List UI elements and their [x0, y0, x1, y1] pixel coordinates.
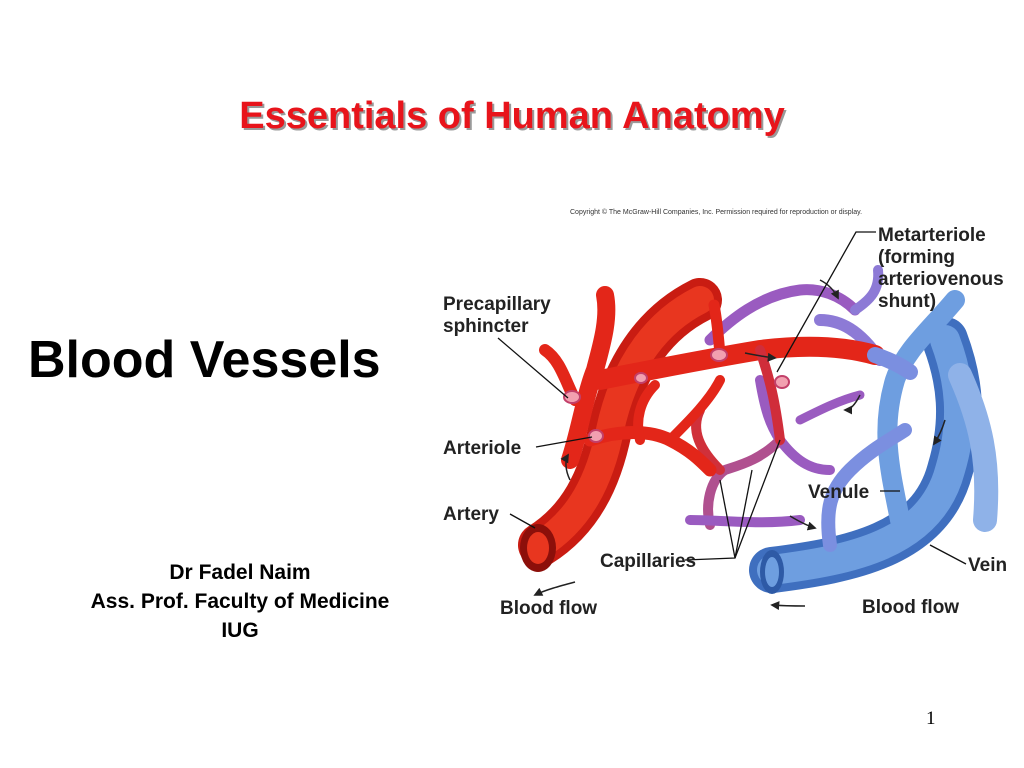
label-precapillary-1: Precapillary [443, 294, 551, 315]
flow-arrows [533, 279, 946, 611]
label-metarteriole-2: (forming [878, 247, 955, 268]
label-metarteriole-1: Metarteriole [878, 225, 986, 246]
label-metarteriole-3: arteriovenous [878, 269, 1004, 290]
slide-title: Essentials of Human Anatomy [239, 95, 785, 137]
author-block: Dr Fadel Naim Ass. Prof. Faculty of Medi… [40, 558, 440, 645]
author-name: Dr Fadel Naim [169, 561, 311, 584]
copyright-notice: Copyright © The McGraw-Hill Companies, I… [570, 209, 863, 216]
label-vein: Vein [968, 555, 1007, 576]
label-venule: Venule [808, 482, 869, 503]
author-position: Ass. Prof. Faculty of Medicine [90, 590, 390, 613]
label-metarteriole-4: shunt) [878, 291, 936, 312]
page-number: 1 [926, 708, 936, 729]
venule-branch [877, 290, 965, 530]
label-capillaries: Capillaries [600, 551, 696, 572]
artery-network [518, 278, 918, 572]
vein-back [948, 363, 999, 532]
leader-lines [497, 231, 967, 565]
label-blood-flow-left: Blood flow [500, 598, 597, 619]
label-blood-flow-right: Blood flow [862, 597, 959, 618]
slide-subject: Blood Vessels [28, 331, 381, 389]
vein-network [749, 290, 999, 594]
precapillary-sphincters [563, 348, 790, 443]
label-artery: Artery [443, 504, 499, 525]
label-arteriole: Arteriole [443, 438, 521, 459]
label-precapillary-2: sphincter [443, 316, 529, 337]
author-institution: IUG [221, 619, 259, 642]
diagram-labels: Metarteriole (forming arteriovenous shun… [443, 225, 1007, 619]
arteriole [561, 286, 616, 469]
